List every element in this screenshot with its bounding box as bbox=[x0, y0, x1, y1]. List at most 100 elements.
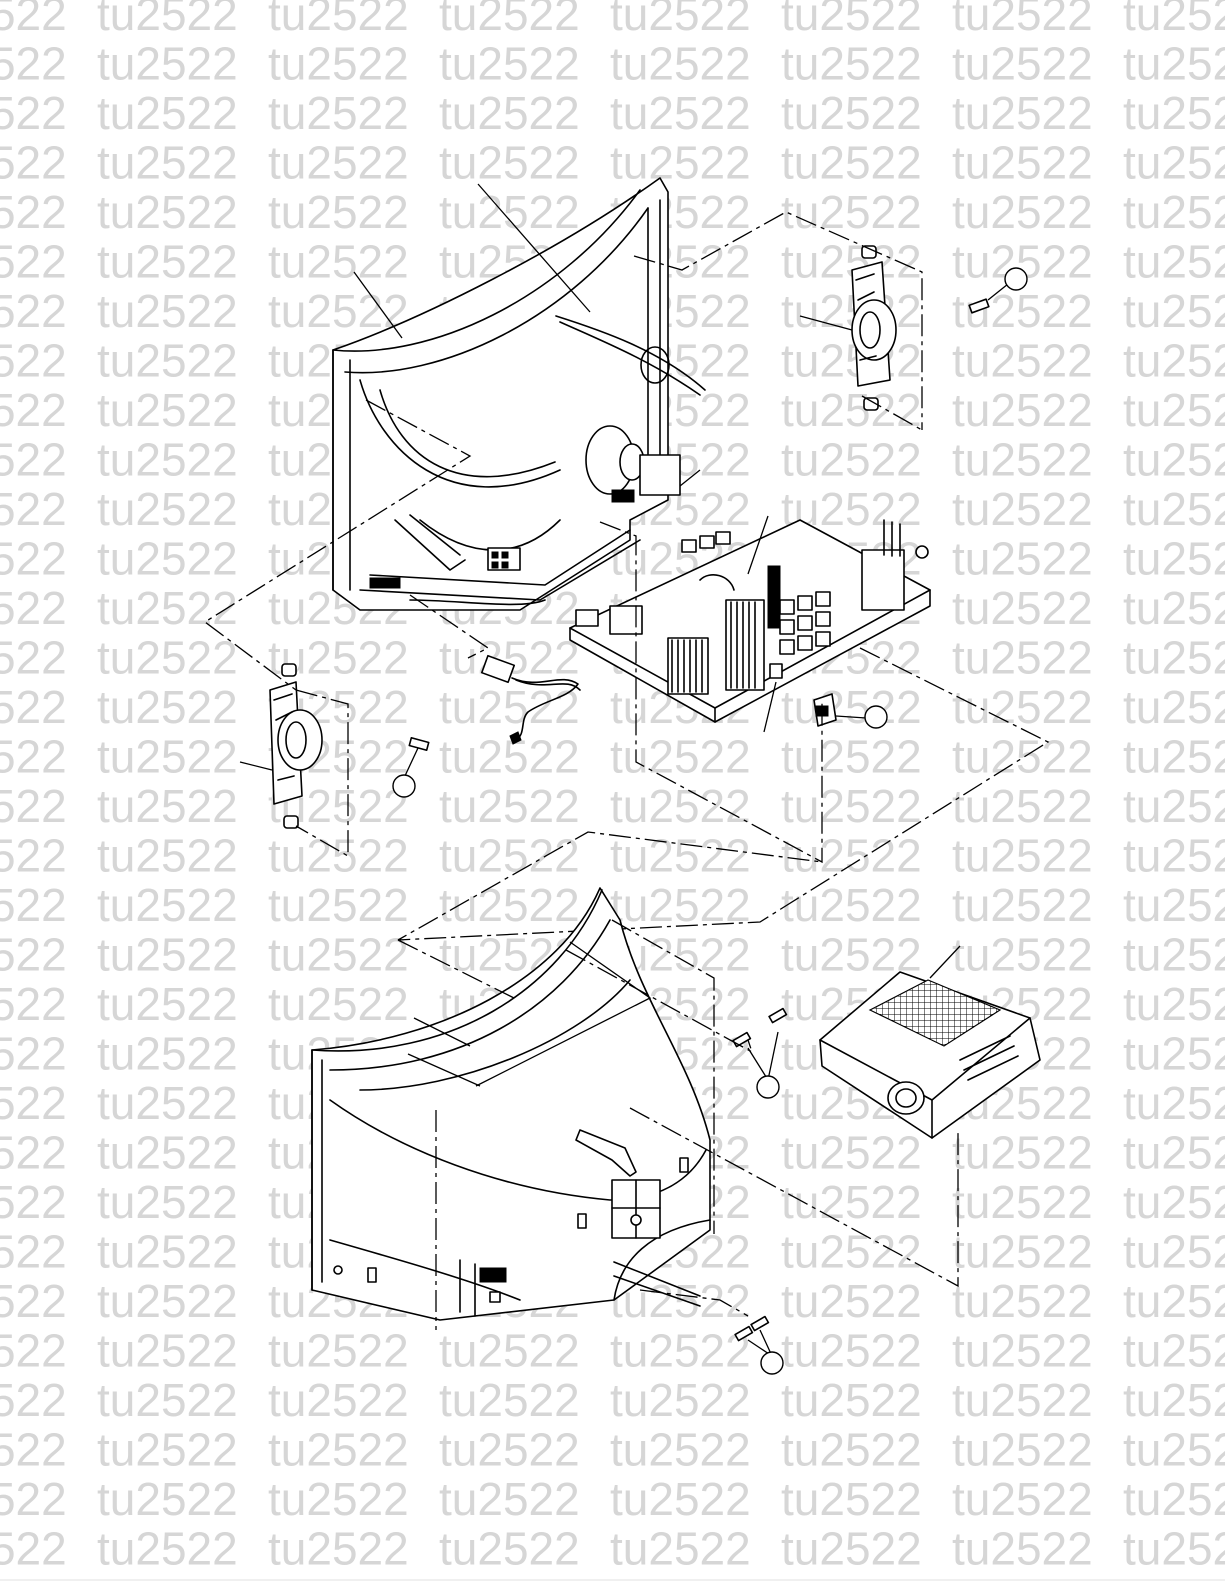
watermark-text: tu2522 bbox=[952, 929, 1093, 981]
watermark-text: tu2522 bbox=[1123, 582, 1225, 634]
watermark-text: tu2522 bbox=[610, 87, 751, 139]
watermark-text: tu2522 bbox=[439, 1374, 580, 1426]
watermark-text: tu2522 bbox=[97, 582, 238, 634]
watermark-text: tu2522 bbox=[781, 1275, 922, 1327]
watermark-text: tu2522 bbox=[0, 1473, 67, 1525]
watermark-text: tu2522 bbox=[1123, 186, 1225, 238]
watermark-text: tu2522 bbox=[952, 582, 1093, 634]
watermark-text: tu2522 bbox=[1123, 1176, 1225, 1228]
front-cabinet-assembly bbox=[332, 177, 706, 611]
watermark-text: tu2522 bbox=[439, 830, 580, 882]
watermark-text: tu2522 bbox=[439, 38, 580, 90]
watermark-text: tu2522 bbox=[97, 1275, 238, 1327]
watermark-text: tu2522 bbox=[610, 780, 751, 832]
watermark-text: tu2522 bbox=[1123, 384, 1225, 436]
watermark-text: tu2522 bbox=[952, 1374, 1093, 1426]
watermark-text: tu2522 bbox=[97, 0, 238, 40]
watermark-text: tu2522 bbox=[1123, 1473, 1225, 1525]
watermark-text: tu2522 bbox=[610, 879, 751, 931]
watermark-text: tu2522 bbox=[268, 1374, 409, 1426]
watermark-text: tu2522 bbox=[268, 236, 409, 288]
watermark-text: tu2522 bbox=[781, 137, 922, 189]
watermark-text: tu2522 bbox=[97, 335, 238, 387]
watermark-text: tu2522 bbox=[781, 87, 922, 139]
watermark-text: tu2522 bbox=[1123, 285, 1225, 337]
watermark-text: tu2522 bbox=[97, 1077, 238, 1129]
watermark-text: tu2522 bbox=[0, 879, 67, 931]
watermark-text: tu2522 bbox=[439, 137, 580, 189]
watermark-text: tu2522 bbox=[268, 879, 409, 931]
watermark-text: tu2522 bbox=[1123, 137, 1225, 189]
watermark-text: tu2522 bbox=[952, 335, 1093, 387]
rear-cabinet-assembly bbox=[311, 887, 711, 1321]
main-pcb-assembly bbox=[569, 519, 931, 723]
watermark-text: tu2522 bbox=[781, 780, 922, 832]
watermark-text: tu2522 bbox=[439, 1473, 580, 1525]
watermark-text: tu2522 bbox=[781, 681, 922, 733]
watermark-text: tu2522 bbox=[268, 830, 409, 882]
watermark-text: tu2522 bbox=[97, 137, 238, 189]
watermark-text: tu2522 bbox=[1123, 879, 1225, 931]
watermark-text: tu2522 bbox=[781, 1226, 922, 1278]
watermark-text: tu2522 bbox=[97, 483, 238, 535]
watermark-text: tu2522 bbox=[1123, 335, 1225, 387]
watermark-text: tu2522 bbox=[952, 1325, 1093, 1377]
watermark-text: tu2522 bbox=[610, 38, 751, 90]
watermark-text: tu2522 bbox=[439, 1325, 580, 1377]
watermark-text: tu2522 bbox=[0, 1077, 67, 1129]
watermark-text: tu2522 bbox=[1123, 632, 1225, 684]
watermark-text: tu2522 bbox=[1123, 1325, 1225, 1377]
watermark-text: tu2522 bbox=[0, 1424, 67, 1476]
alignment-lines-bottom bbox=[397, 919, 959, 1330]
watermark-text: tu2522 bbox=[0, 582, 67, 634]
watermark-text: tu2522 bbox=[952, 0, 1093, 40]
watermark-text: tu2522 bbox=[1123, 87, 1225, 139]
watermark-text: tu2522 bbox=[97, 1374, 238, 1426]
watermark-text: tu2522 bbox=[439, 87, 580, 139]
watermark-text: tu2522 bbox=[268, 978, 409, 1030]
watermark-text: tu2522 bbox=[781, 879, 922, 931]
watermark-text: tu2522 bbox=[1123, 1127, 1225, 1179]
watermark-text: tu2522 bbox=[97, 929, 238, 981]
watermark-text: tu2522 bbox=[0, 1374, 67, 1426]
watermark-text: tu2522 bbox=[0, 1127, 67, 1179]
watermark-text: tu2522 bbox=[1123, 929, 1225, 981]
watermark-text: tu2522 bbox=[952, 681, 1093, 733]
watermark-text: tu2522 bbox=[781, 731, 922, 783]
callout-circle bbox=[1004, 267, 1028, 291]
watermark-text: tu2522 bbox=[0, 632, 67, 684]
watermark-text: tu2522 bbox=[439, 731, 580, 783]
watermark-text: tu2522 bbox=[0, 1523, 67, 1575]
watermark-text: tu2522 bbox=[610, 1374, 751, 1426]
watermark-text: tu2522 bbox=[952, 1226, 1093, 1278]
callout-circle bbox=[392, 774, 416, 798]
watermark-text: tu2522 bbox=[439, 681, 580, 733]
watermark-text: tu2522 bbox=[268, 38, 409, 90]
watermark-text: tu2522 bbox=[439, 1523, 580, 1575]
watermark-text: tu2522 bbox=[0, 38, 67, 90]
watermark-text: tu2522 bbox=[952, 87, 1093, 139]
watermark-text: tu2522 bbox=[1123, 1077, 1225, 1129]
watermark-text: tu2522 bbox=[97, 434, 238, 486]
watermark-text: tu2522 bbox=[952, 830, 1093, 882]
watermark-text: tu2522 bbox=[1123, 978, 1225, 1030]
watermark-text: tu2522 bbox=[0, 137, 67, 189]
watermark-text: tu2522 bbox=[268, 1473, 409, 1525]
watermark-text: tu2522 bbox=[97, 1424, 238, 1476]
watermark-text: tu2522 bbox=[781, 1374, 922, 1426]
callout-circle bbox=[864, 705, 888, 729]
watermark-text: tu2522 bbox=[952, 1523, 1093, 1575]
watermark-text: tu2522 bbox=[439, 879, 580, 931]
watermark-text: tu2522 bbox=[97, 1226, 238, 1278]
watermark-text: tu2522 bbox=[952, 1176, 1093, 1228]
watermark-text: tu2522 bbox=[97, 681, 238, 733]
watermark-text: tu2522 bbox=[0, 1325, 67, 1377]
watermark-text: tu2522 bbox=[1123, 1275, 1225, 1327]
watermark-text: tu2522 bbox=[0, 1176, 67, 1228]
watermark-text: tu2522 bbox=[781, 929, 922, 981]
watermark-text: tu2522 bbox=[781, 186, 922, 238]
watermark-text: tu2522 bbox=[268, 929, 409, 981]
watermark-text: tu2522 bbox=[268, 87, 409, 139]
watermark-text: tu2522 bbox=[0, 186, 67, 238]
